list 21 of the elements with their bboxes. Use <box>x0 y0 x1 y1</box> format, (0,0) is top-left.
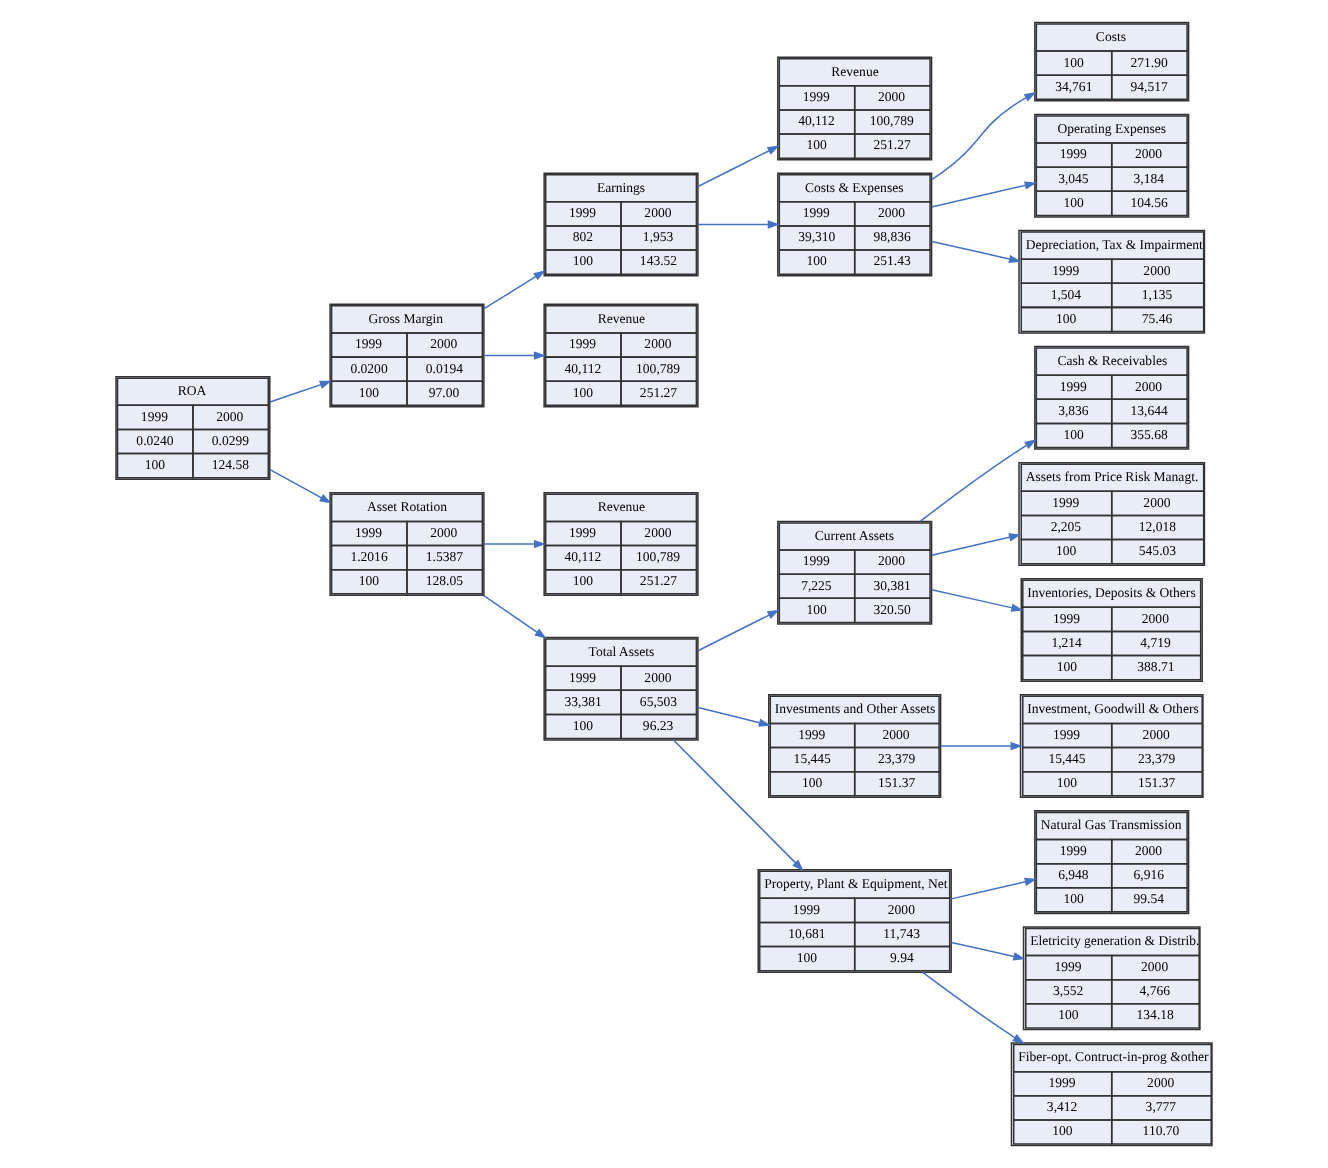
arrow <box>482 594 547 639</box>
arrow <box>483 539 547 549</box>
arrow <box>930 181 1037 208</box>
arrow <box>950 877 1037 900</box>
arrow <box>697 706 771 727</box>
arrow <box>930 533 1022 556</box>
arrow <box>697 609 780 652</box>
arrow <box>697 220 780 229</box>
arrow <box>269 468 332 504</box>
arrow <box>697 145 780 188</box>
arrow <box>269 380 332 403</box>
arrow <box>919 439 1037 523</box>
arrow <box>483 351 547 360</box>
arrow <box>930 588 1024 612</box>
arrow <box>922 971 1025 1045</box>
arrow <box>930 240 1022 264</box>
arrow <box>931 92 1037 181</box>
arrow <box>483 270 546 310</box>
arrow <box>940 741 1023 751</box>
arrow <box>673 739 804 872</box>
arrow <box>950 941 1026 961</box>
